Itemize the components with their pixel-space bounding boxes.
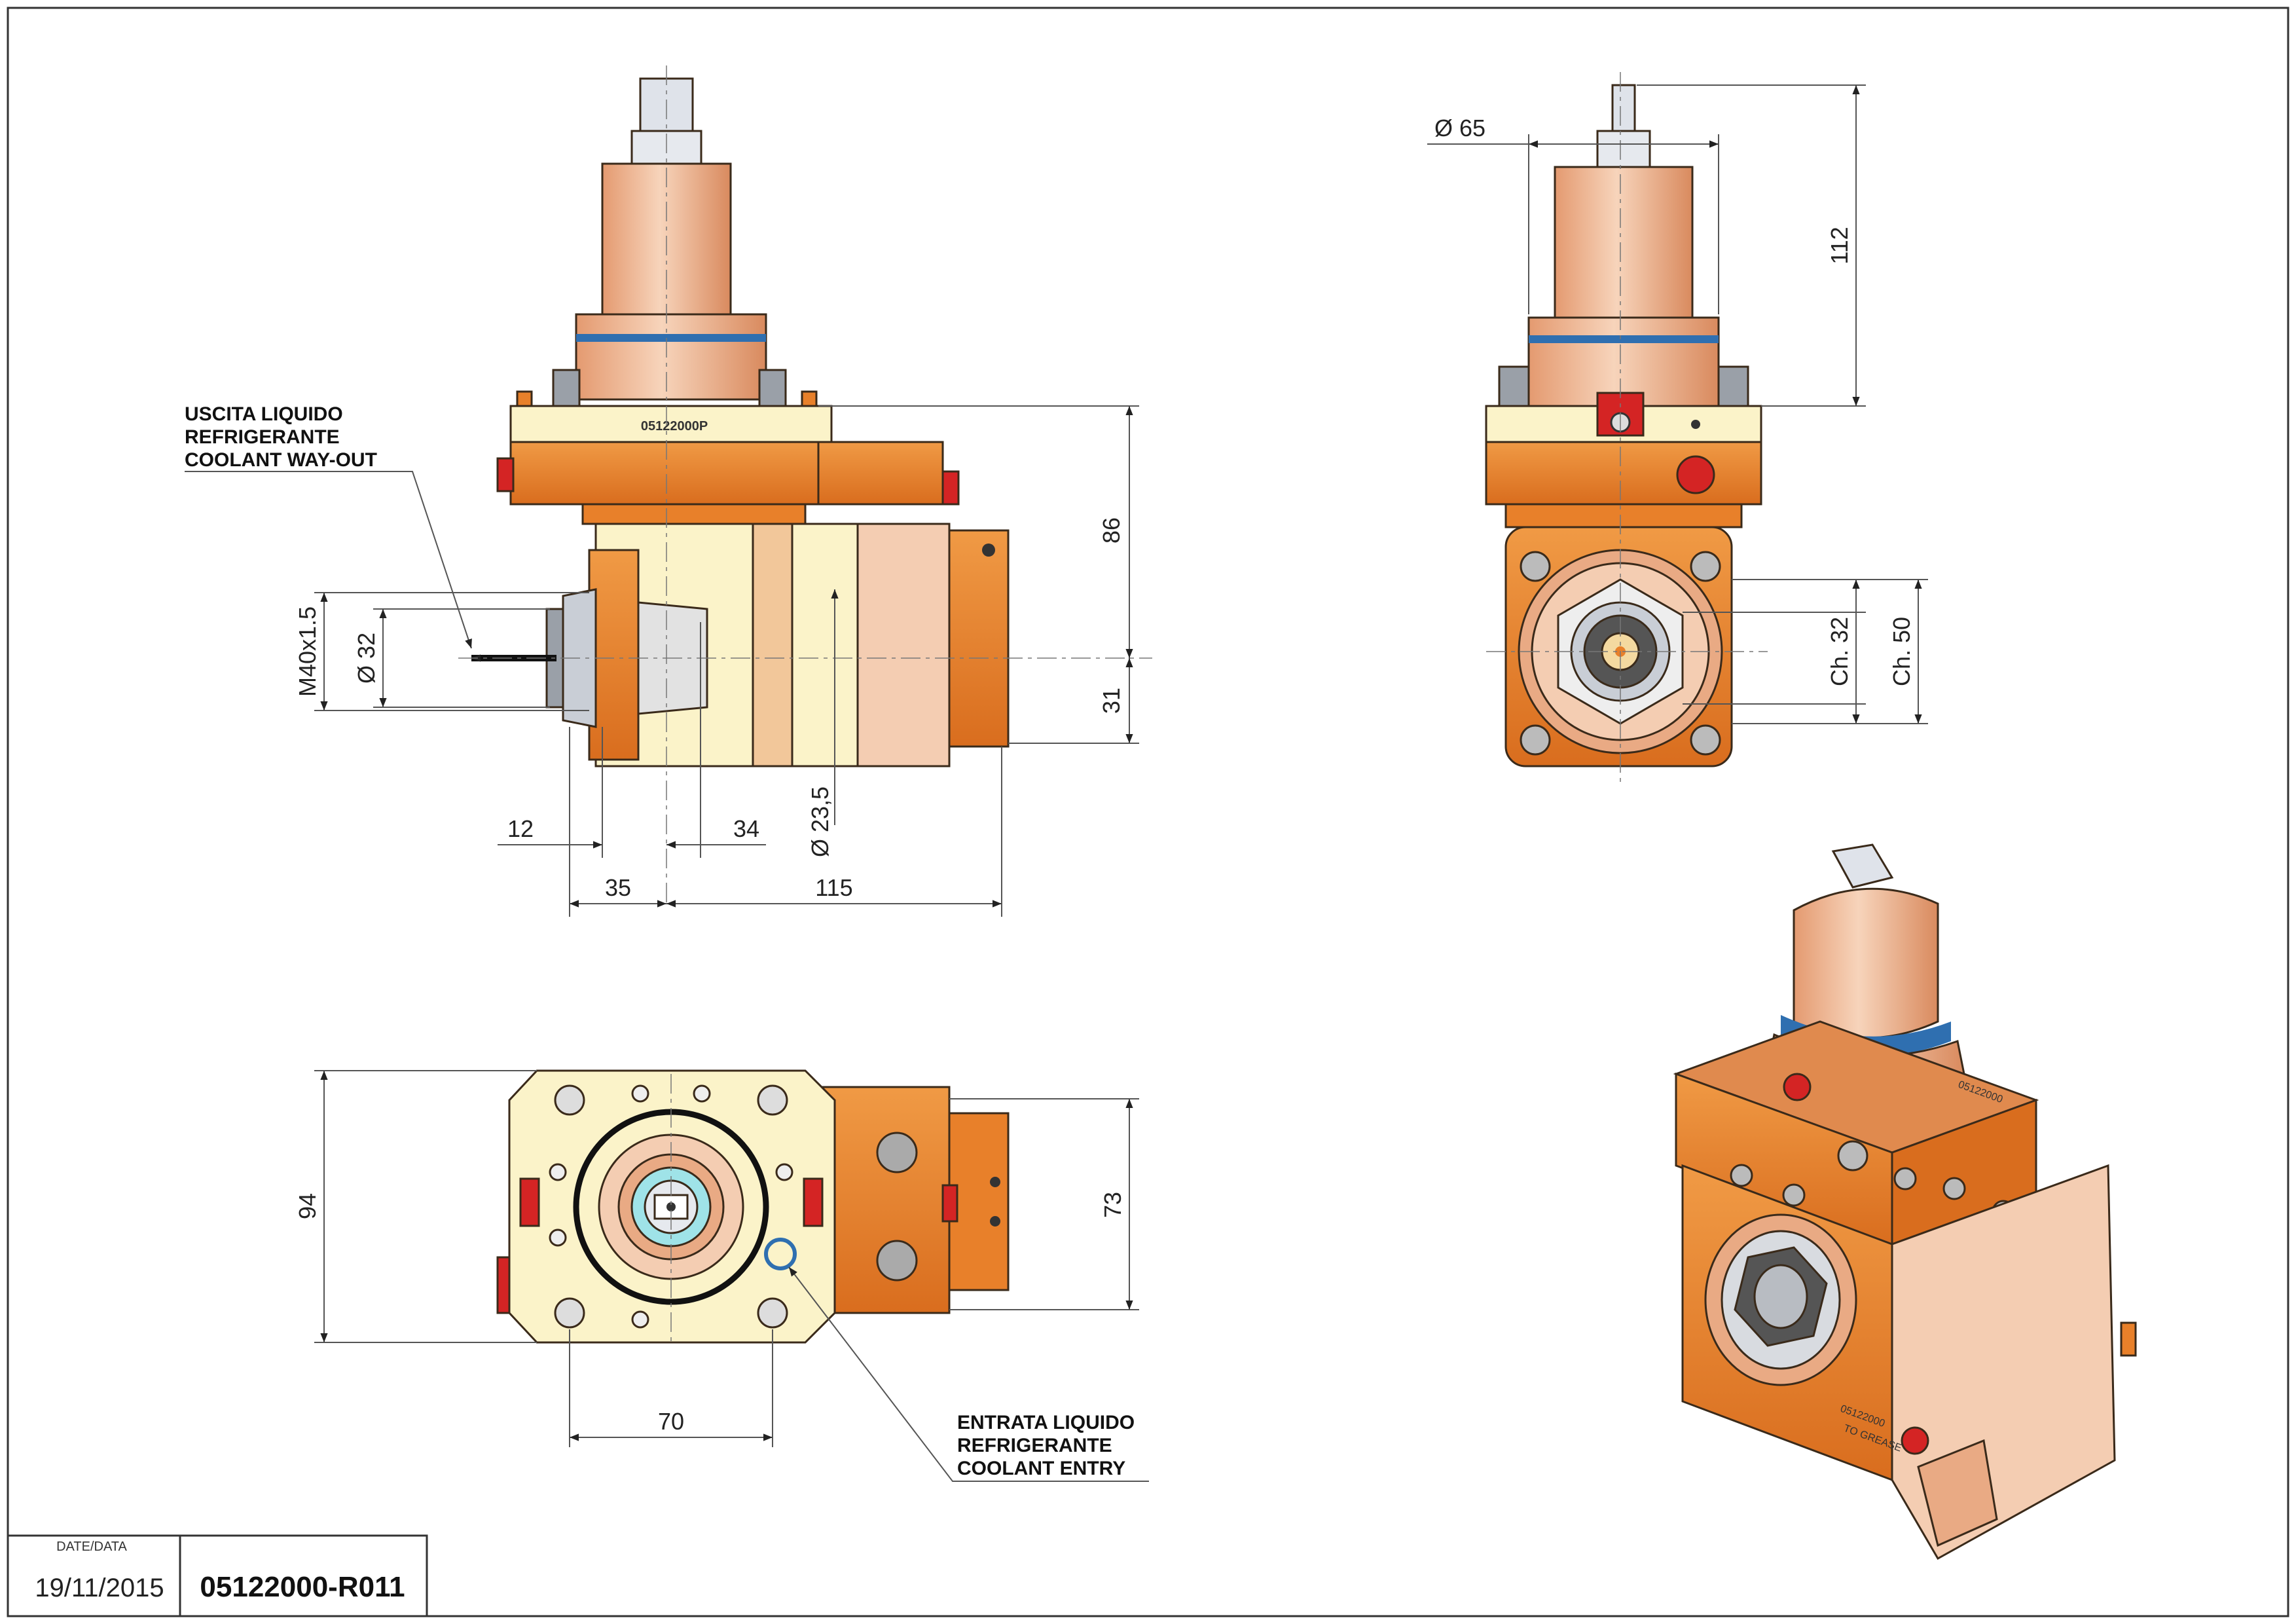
iso-red-tab (2120, 1321, 2137, 1357)
side-view: 05122000P 86 31 M40x1.5 (185, 65, 1152, 917)
part-mark: 05122000P (641, 419, 708, 434)
iso-red-plug (1901, 1426, 1929, 1455)
bolt-head (1498, 365, 1530, 407)
iso-bolt (1782, 1183, 1806, 1207)
housing-bolt (876, 1132, 918, 1173)
iso-view: 05122000 05122000 TO GREASE (1673, 843, 2137, 1560)
side-housing (817, 1086, 951, 1314)
dim-ch50: Ch. 50 (1888, 617, 1915, 686)
dim-d32: Ø 32 (353, 633, 380, 684)
drive-shaft (1611, 84, 1636, 132)
screw-icon (990, 1216, 1000, 1227)
red-key (519, 1177, 540, 1227)
red-key (803, 1177, 824, 1227)
corner-bolt (554, 1297, 585, 1329)
label-coolant-out: REFRIGERANTE (185, 426, 340, 448)
iso-bolt (1837, 1140, 1868, 1172)
flange-ring (1527, 316, 1720, 407)
flange-ring (575, 313, 767, 401)
hole (631, 1310, 649, 1329)
screw-icon (1691, 420, 1700, 429)
dim-94: 94 (294, 1193, 321, 1219)
screw-icon (990, 1177, 1000, 1187)
flange-body (1485, 441, 1762, 506)
iso-bolt (1893, 1167, 1917, 1190)
dim-12: 12 (507, 815, 534, 842)
dim-112: 112 (1826, 227, 1853, 264)
leader-line (185, 471, 472, 649)
top-plate (509, 405, 833, 443)
gear-body (817, 441, 944, 506)
title-block: DATE/DATA 19/11/2015 05122000-R011 (7, 1534, 428, 1617)
angle-body-side (856, 523, 951, 767)
screw-icon (982, 544, 995, 557)
iso-bolt (1942, 1177, 1966, 1200)
neck (1504, 503, 1743, 528)
red-plug (1676, 455, 1715, 494)
corner-bolt (757, 1084, 788, 1116)
drawing-code: 05122000-R011 (200, 1571, 405, 1603)
dim-m40: M40x1.5 (294, 606, 321, 697)
side-cover (948, 529, 1010, 748)
flange-body (509, 441, 820, 506)
corner-bolt (554, 1084, 585, 1116)
bolt-head (516, 390, 533, 407)
body-bolt (1690, 724, 1721, 756)
label-coolant-entry: REFRIGERANTE (957, 1435, 1112, 1456)
dim-d65: Ø 65 (1434, 115, 1485, 141)
hole (775, 1163, 793, 1181)
bottom-view: 94 73 70 ENTRATA LIQUIDO REFRIGERANTE CO… (294, 1069, 1149, 1482)
label-coolant-out: COOLANT WAY-OUT (185, 449, 377, 471)
bolt-head (552, 369, 581, 407)
hole (631, 1084, 649, 1103)
bolt-head (1717, 365, 1749, 407)
coolant-channel (752, 523, 793, 767)
red-plug (941, 1184, 958, 1223)
dim-70: 70 (658, 1408, 684, 1435)
body-bolt (1520, 724, 1551, 756)
front-view: Ø 65 112 Ch. 32 Ch. 50 (1427, 72, 1928, 786)
dim-34: 34 (733, 815, 759, 842)
label-coolant-entry: COOLANT ENTRY (957, 1458, 1125, 1479)
side-cover (948, 1112, 1010, 1291)
housing-bolt (876, 1240, 918, 1282)
dim-86: 86 (1098, 517, 1125, 544)
bolt-head (758, 369, 787, 407)
body-bolt (1690, 551, 1721, 582)
hole (549, 1228, 567, 1247)
date-label: DATE/DATA (56, 1540, 127, 1554)
iso-collet (1753, 1264, 1808, 1329)
iso-spindle-housing (1793, 887, 1939, 1039)
dim-31: 31 (1098, 688, 1125, 714)
spindle-housing (1554, 166, 1694, 319)
date-value: 19/11/2015 (35, 1574, 164, 1602)
leader-line (788, 1266, 1149, 1482)
hole (549, 1163, 567, 1181)
dim-73: 73 (1099, 1192, 1126, 1218)
iso-red-plug (1783, 1073, 1812, 1101)
iso-shaft (1831, 843, 1894, 889)
center-dot (666, 1202, 676, 1211)
seal-ring (576, 334, 766, 342)
lower-teeth (581, 503, 807, 525)
bolt-head (801, 390, 818, 407)
coolant-entry-port (764, 1238, 797, 1270)
seal-ring (1529, 335, 1719, 343)
iso-slot (1917, 1439, 1998, 1547)
body-bolt (1520, 551, 1551, 582)
dim-ch32: Ch. 32 (1826, 617, 1853, 686)
dim-d23: Ø 23,5 (807, 786, 833, 857)
iso-bolt (1730, 1164, 1753, 1187)
red-plug (941, 470, 960, 506)
dim-35: 35 (605, 874, 631, 901)
corner-bolt (757, 1297, 788, 1329)
drive-shaft (1596, 130, 1651, 168)
sheet-border (7, 7, 2289, 1617)
dim-115: 115 (815, 874, 852, 901)
hole (693, 1084, 711, 1103)
label-coolant-out: USCITA LIQUIDO (185, 403, 343, 425)
label-coolant-entry: ENTRATA LIQUIDO (957, 1412, 1135, 1433)
red-plug (496, 457, 515, 492)
